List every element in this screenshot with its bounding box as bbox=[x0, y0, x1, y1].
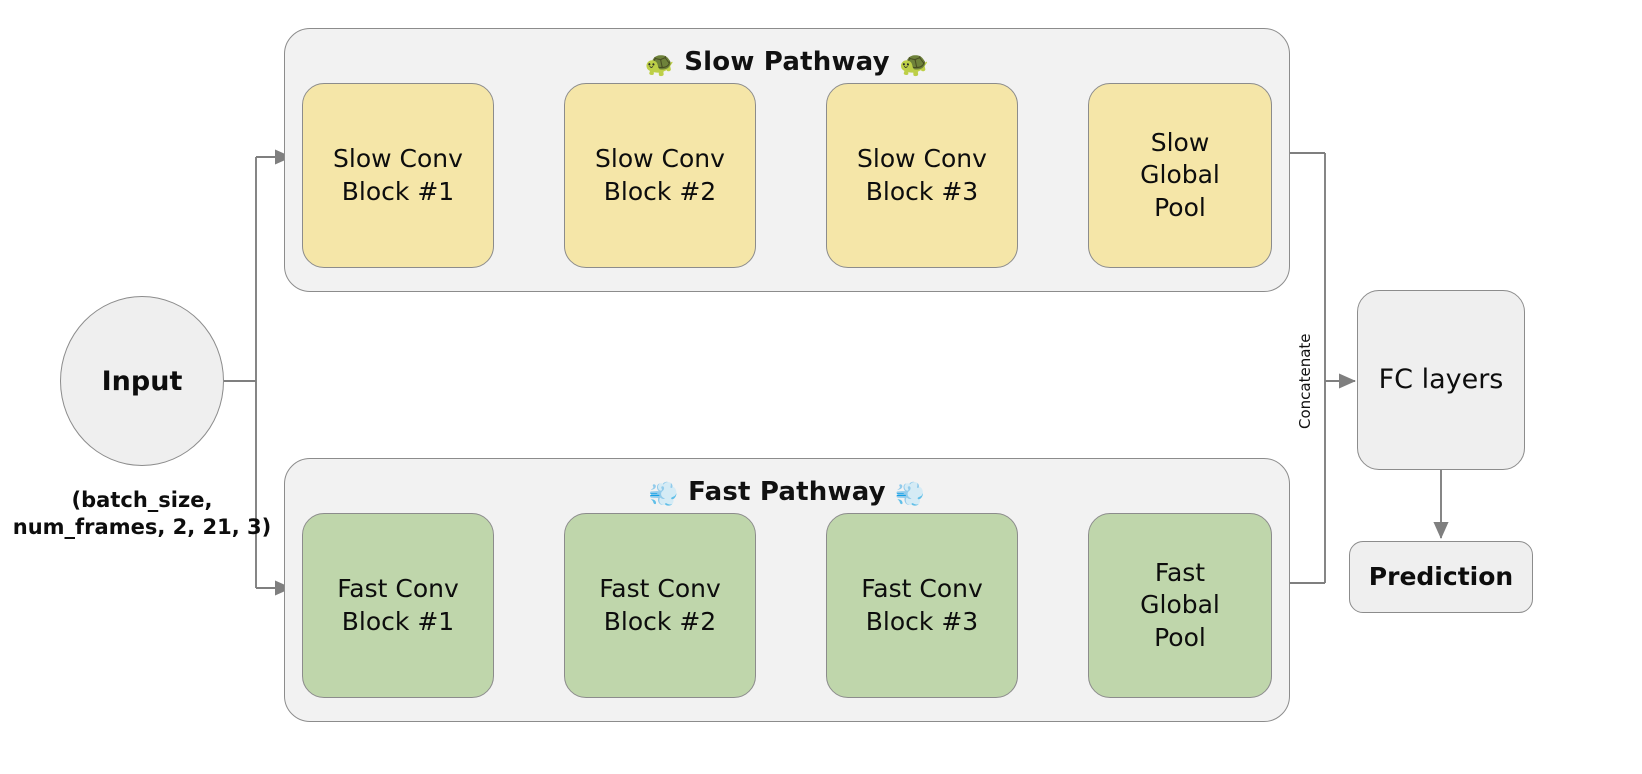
fast-pathway-title: 💨 Fast Pathway 💨 bbox=[285, 477, 1289, 508]
turtle-emoji-right: 🐢 bbox=[899, 50, 930, 78]
dash-speed-emoji-left: 💨 bbox=[648, 480, 679, 508]
prediction-block[interactable]: Prediction bbox=[1349, 541, 1533, 613]
slow-pathway-title: 🐢 Slow Pathway 🐢 bbox=[285, 47, 1289, 78]
fast-conv-block-1[interactable]: Fast Conv Block #1 bbox=[302, 513, 494, 698]
slow-conv-block-2[interactable]: Slow Conv Block #2 bbox=[564, 83, 756, 268]
slow-global-pool[interactable]: Slow Global Pool bbox=[1088, 83, 1272, 268]
input-node[interactable]: Input bbox=[60, 296, 224, 466]
fast-conv-block-3[interactable]: Fast Conv Block #3 bbox=[826, 513, 1018, 698]
fast-pathway-title-text: Fast Pathway bbox=[688, 477, 886, 507]
slow-pathway-title-text: Slow Pathway bbox=[684, 47, 890, 77]
input-label: Input bbox=[101, 365, 183, 397]
turtle-emoji-left: 🐢 bbox=[644, 50, 675, 78]
slow-conv-block-1[interactable]: Slow Conv Block #1 bbox=[302, 83, 494, 268]
slow-conv-block-3[interactable]: Slow Conv Block #3 bbox=[826, 83, 1018, 268]
fc-layers-block[interactable]: FC layers bbox=[1357, 290, 1525, 470]
input-shape-label: (batch_size, num_frames, 2, 21, 3) bbox=[12, 488, 272, 540]
fast-global-pool[interactable]: Fast Global Pool bbox=[1088, 513, 1272, 698]
dash-speed-emoji-right: 💨 bbox=[895, 480, 926, 508]
concatenate-label: Concatenate bbox=[1296, 333, 1314, 429]
fast-conv-block-2[interactable]: Fast Conv Block #2 bbox=[564, 513, 756, 698]
